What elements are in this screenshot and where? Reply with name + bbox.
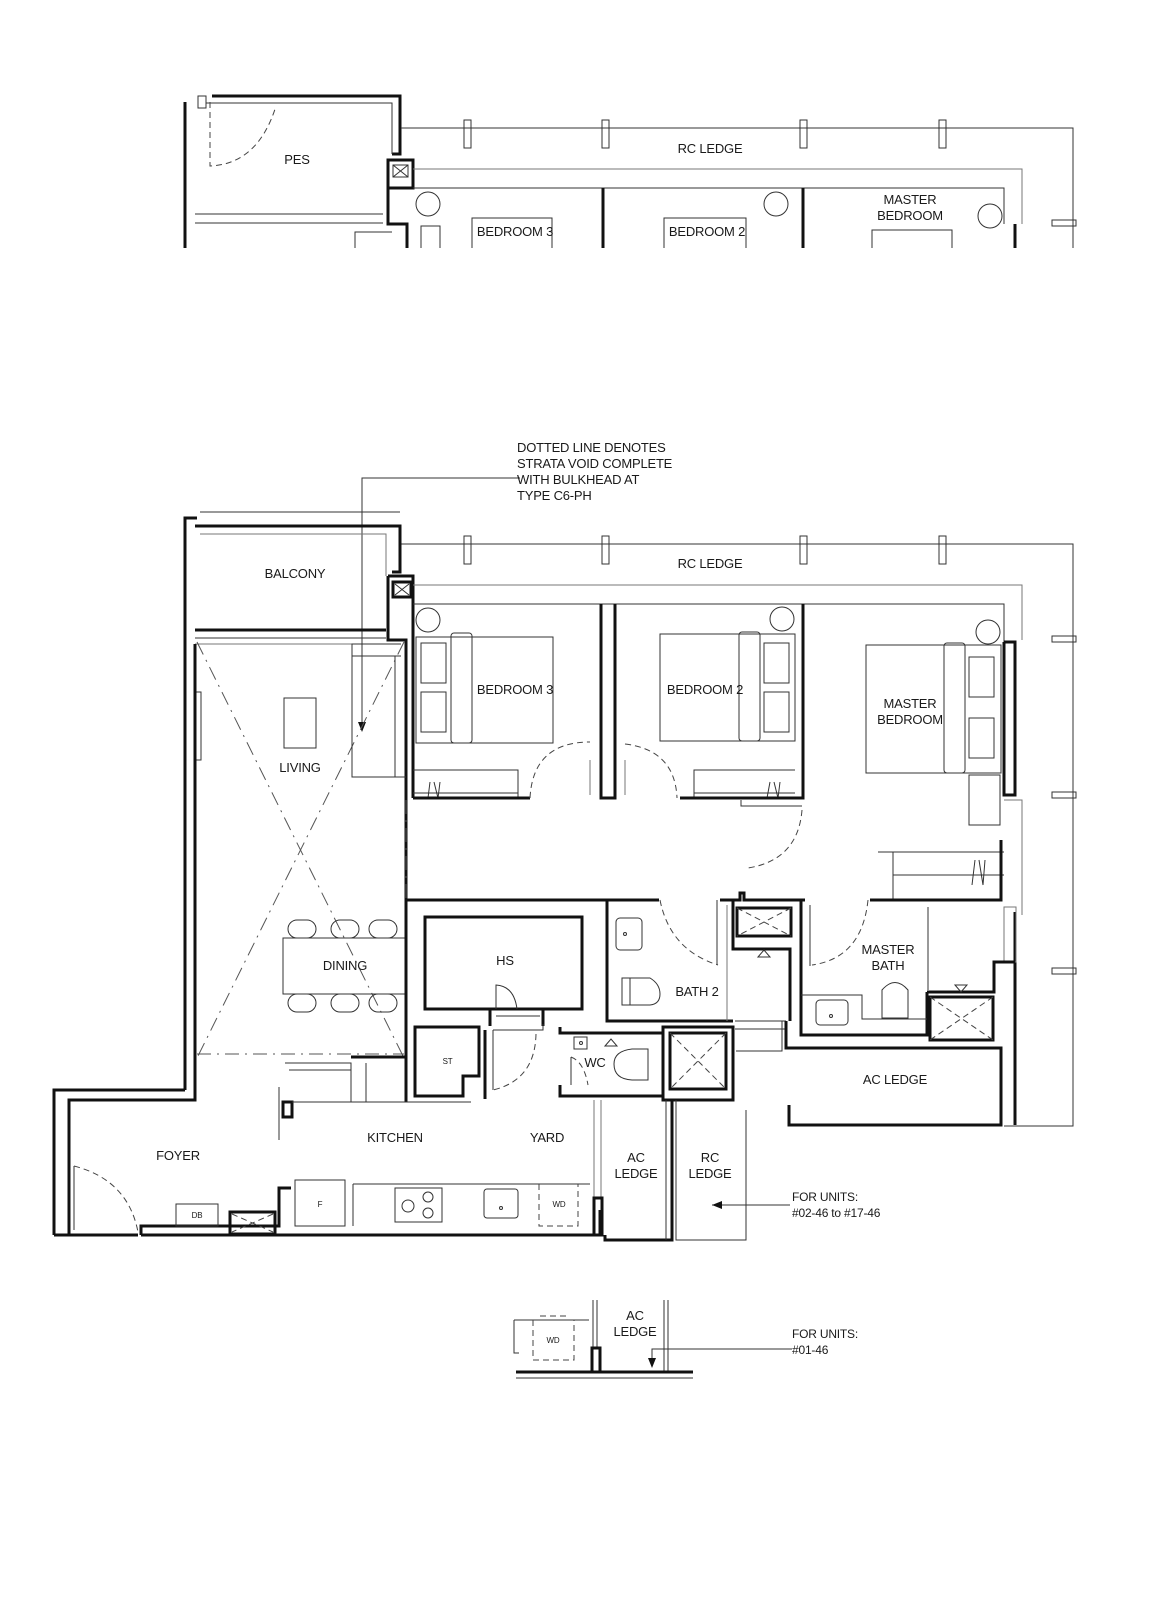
label-bedroom3: BEDROOM 3	[476, 682, 554, 697]
bottom-detail	[513, 1300, 792, 1379]
units-note-01: FOR UNITS: #01-46	[792, 1327, 858, 1357]
label-bedroom2: BEDROOM 2	[666, 682, 744, 697]
main-plan	[52, 477, 1077, 1242]
label-ac-ledge-right: AC LEDGE	[862, 1072, 928, 1087]
label-wd: WD	[552, 1200, 566, 1209]
label-bedroom3-top-partial: BEDROOM 3	[476, 224, 554, 239]
label-db: DB	[191, 1211, 203, 1220]
label-st: ST	[442, 1057, 453, 1066]
label-master-bedroom: MASTER BEDROOM	[877, 696, 943, 727]
label-pes: PES	[284, 152, 310, 167]
strata-void-note: DOTTED LINE DENOTES STRATA VOID COMPLETE…	[517, 440, 673, 503]
label-bath2: BATH 2	[675, 984, 719, 999]
label-balcony: BALCONY	[264, 566, 326, 581]
label-ac-ledge-detail: AC LEDGE	[613, 1308, 657, 1339]
label-bedroom2-top-partial: BEDROOM 2	[668, 224, 746, 239]
label-master-bedroom-top-partial: MASTER BEDROOM	[877, 192, 943, 223]
units-note-02-17: FOR UNITS: #02-46 to #17-46	[792, 1190, 881, 1220]
label-fridge: F	[317, 1200, 323, 1209]
label-rc-ledge-top-partial: RC LEDGE	[677, 141, 743, 156]
label-dining: DINING	[322, 958, 368, 973]
label-rc-ledge: RC LEDGE	[677, 556, 743, 571]
label-living: LIVING	[279, 760, 321, 775]
label-foyer: FOYER	[156, 1148, 200, 1163]
label-yard: YARD	[529, 1130, 565, 1145]
label-rc-ledge-bottom: RC LEDGE	[688, 1150, 732, 1181]
label-hs: HS	[496, 953, 514, 968]
label-wd-detail: WD	[546, 1336, 560, 1345]
label-wc: WC	[584, 1055, 606, 1070]
label-ac-ledge-bottom: AC LEDGE	[614, 1150, 658, 1181]
label-master-bath: MASTER BATH	[861, 942, 915, 973]
top-partial-plan	[183, 94, 1077, 248]
label-kitchen: KITCHEN	[367, 1130, 423, 1145]
